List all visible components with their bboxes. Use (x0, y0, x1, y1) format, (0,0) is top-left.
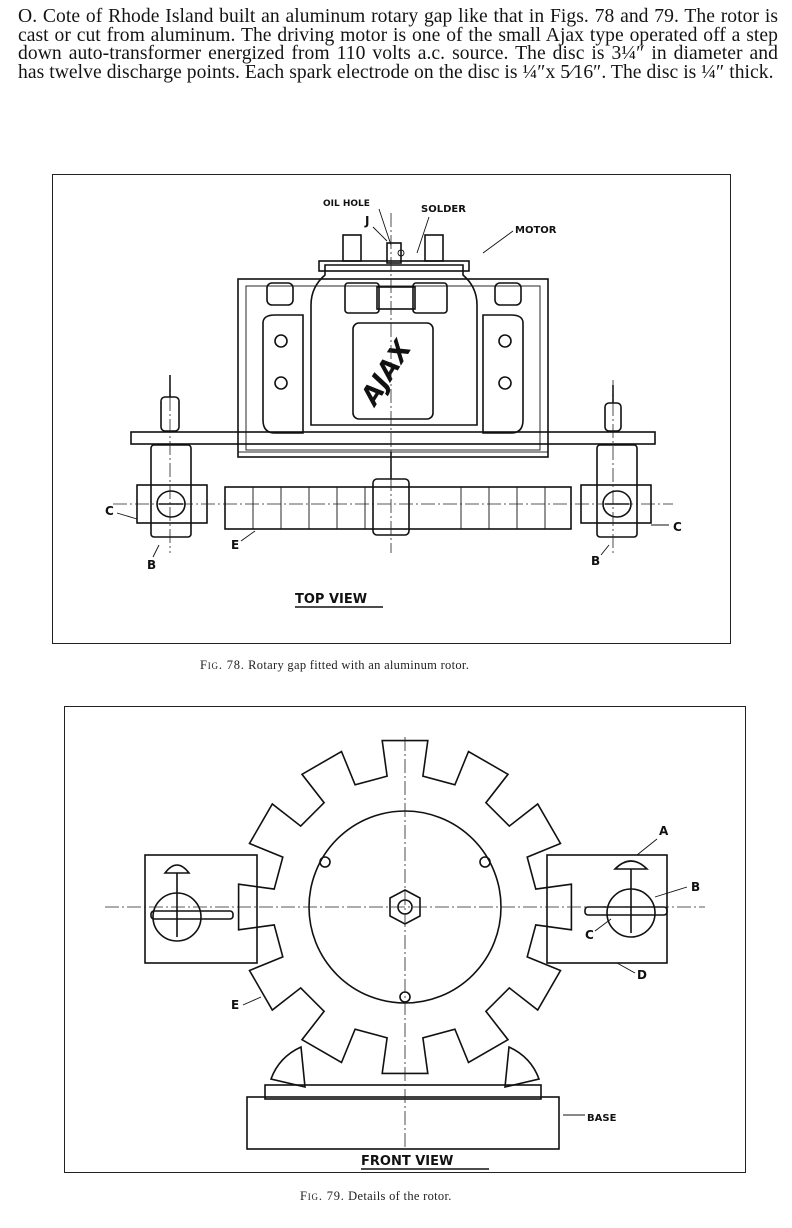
figure-78-top-view: AJAX OIL HO (52, 174, 731, 644)
rivet-right (479, 856, 491, 868)
right-terminal (424, 234, 444, 262)
right-coil (412, 282, 448, 314)
label-j: J (364, 214, 369, 228)
front-view-drawing: A B C D E BASE FRONT VIEW (105, 737, 705, 1170)
top-view-drawing: AJAX OIL HO (105, 199, 682, 608)
motor-frame-inner (245, 285, 541, 451)
label-oil-hole: OIL HOLE (323, 199, 370, 209)
left-support-foot (269, 1045, 306, 1089)
rotor-disc-edge (224, 486, 572, 530)
label-e: E (231, 998, 239, 1012)
left-electrode-block (144, 854, 258, 964)
base-top (264, 1084, 542, 1100)
label-motor: MOTOR (515, 225, 557, 236)
label-front-view: FRONT VIEW (361, 1154, 453, 1169)
ajax-brand-text: AJAX (354, 334, 419, 413)
left-electrode-holder (150, 444, 192, 538)
solder-joint (397, 249, 405, 257)
label-b: B (691, 880, 700, 894)
left-side-knob (266, 282, 294, 306)
label-b-right: B (591, 554, 600, 568)
left-terminal (342, 234, 362, 262)
right-plate-screw-2 (498, 376, 512, 390)
label-c-left: C (105, 504, 114, 518)
left-plate-screw (274, 334, 288, 348)
aluminum-rotor-disc (237, 739, 573, 1075)
right-electrode-holder (596, 444, 638, 538)
left-screw-head (163, 864, 191, 874)
label-a: A (659, 824, 669, 838)
right-support-foot (504, 1045, 541, 1089)
label-d: D (637, 968, 647, 982)
oil-hole-cap (386, 242, 402, 264)
right-screw-head (613, 860, 649, 870)
left-spark-rod (150, 910, 234, 920)
label-c: C (585, 928, 594, 942)
right-spark-rod (584, 906, 668, 916)
base-block (246, 1096, 560, 1150)
label-b-left: B (147, 558, 156, 572)
figure-79-caption: Fig. 79. Details of the rotor. (300, 1189, 452, 1203)
label-c-right: C (673, 520, 682, 534)
ajax-nameplate (352, 322, 434, 420)
center-bearing (376, 286, 416, 310)
rotor-teeth (252, 487, 546, 529)
label-top-view: TOP VIEW (295, 592, 367, 607)
right-side-knob (494, 282, 522, 306)
figure-79-front-view: A B C D E BASE FRONT VIEW (64, 706, 746, 1173)
left-coil (344, 282, 380, 314)
motor-body (310, 264, 478, 426)
base-bar-under (237, 443, 549, 453)
motor-left-plate (262, 314, 304, 434)
rivet-left (319, 856, 331, 868)
motor-frame-outer (237, 278, 549, 458)
label-e: E (231, 538, 239, 552)
figure-78-caption: Fig. 78. Rotary gap fitted with an alumi… (200, 658, 470, 672)
motor-right-plate (482, 314, 524, 434)
motor-top-bar (318, 260, 470, 272)
base-bar (130, 431, 656, 445)
right-plate-screw (498, 334, 512, 348)
label-solder: SOLDER (421, 204, 466, 215)
body-paragraph: O. Cote of Rhode Island built an aluminu… (18, 6, 778, 83)
left-plate-screw-2 (274, 376, 288, 390)
label-base: BASE (587, 1113, 617, 1124)
